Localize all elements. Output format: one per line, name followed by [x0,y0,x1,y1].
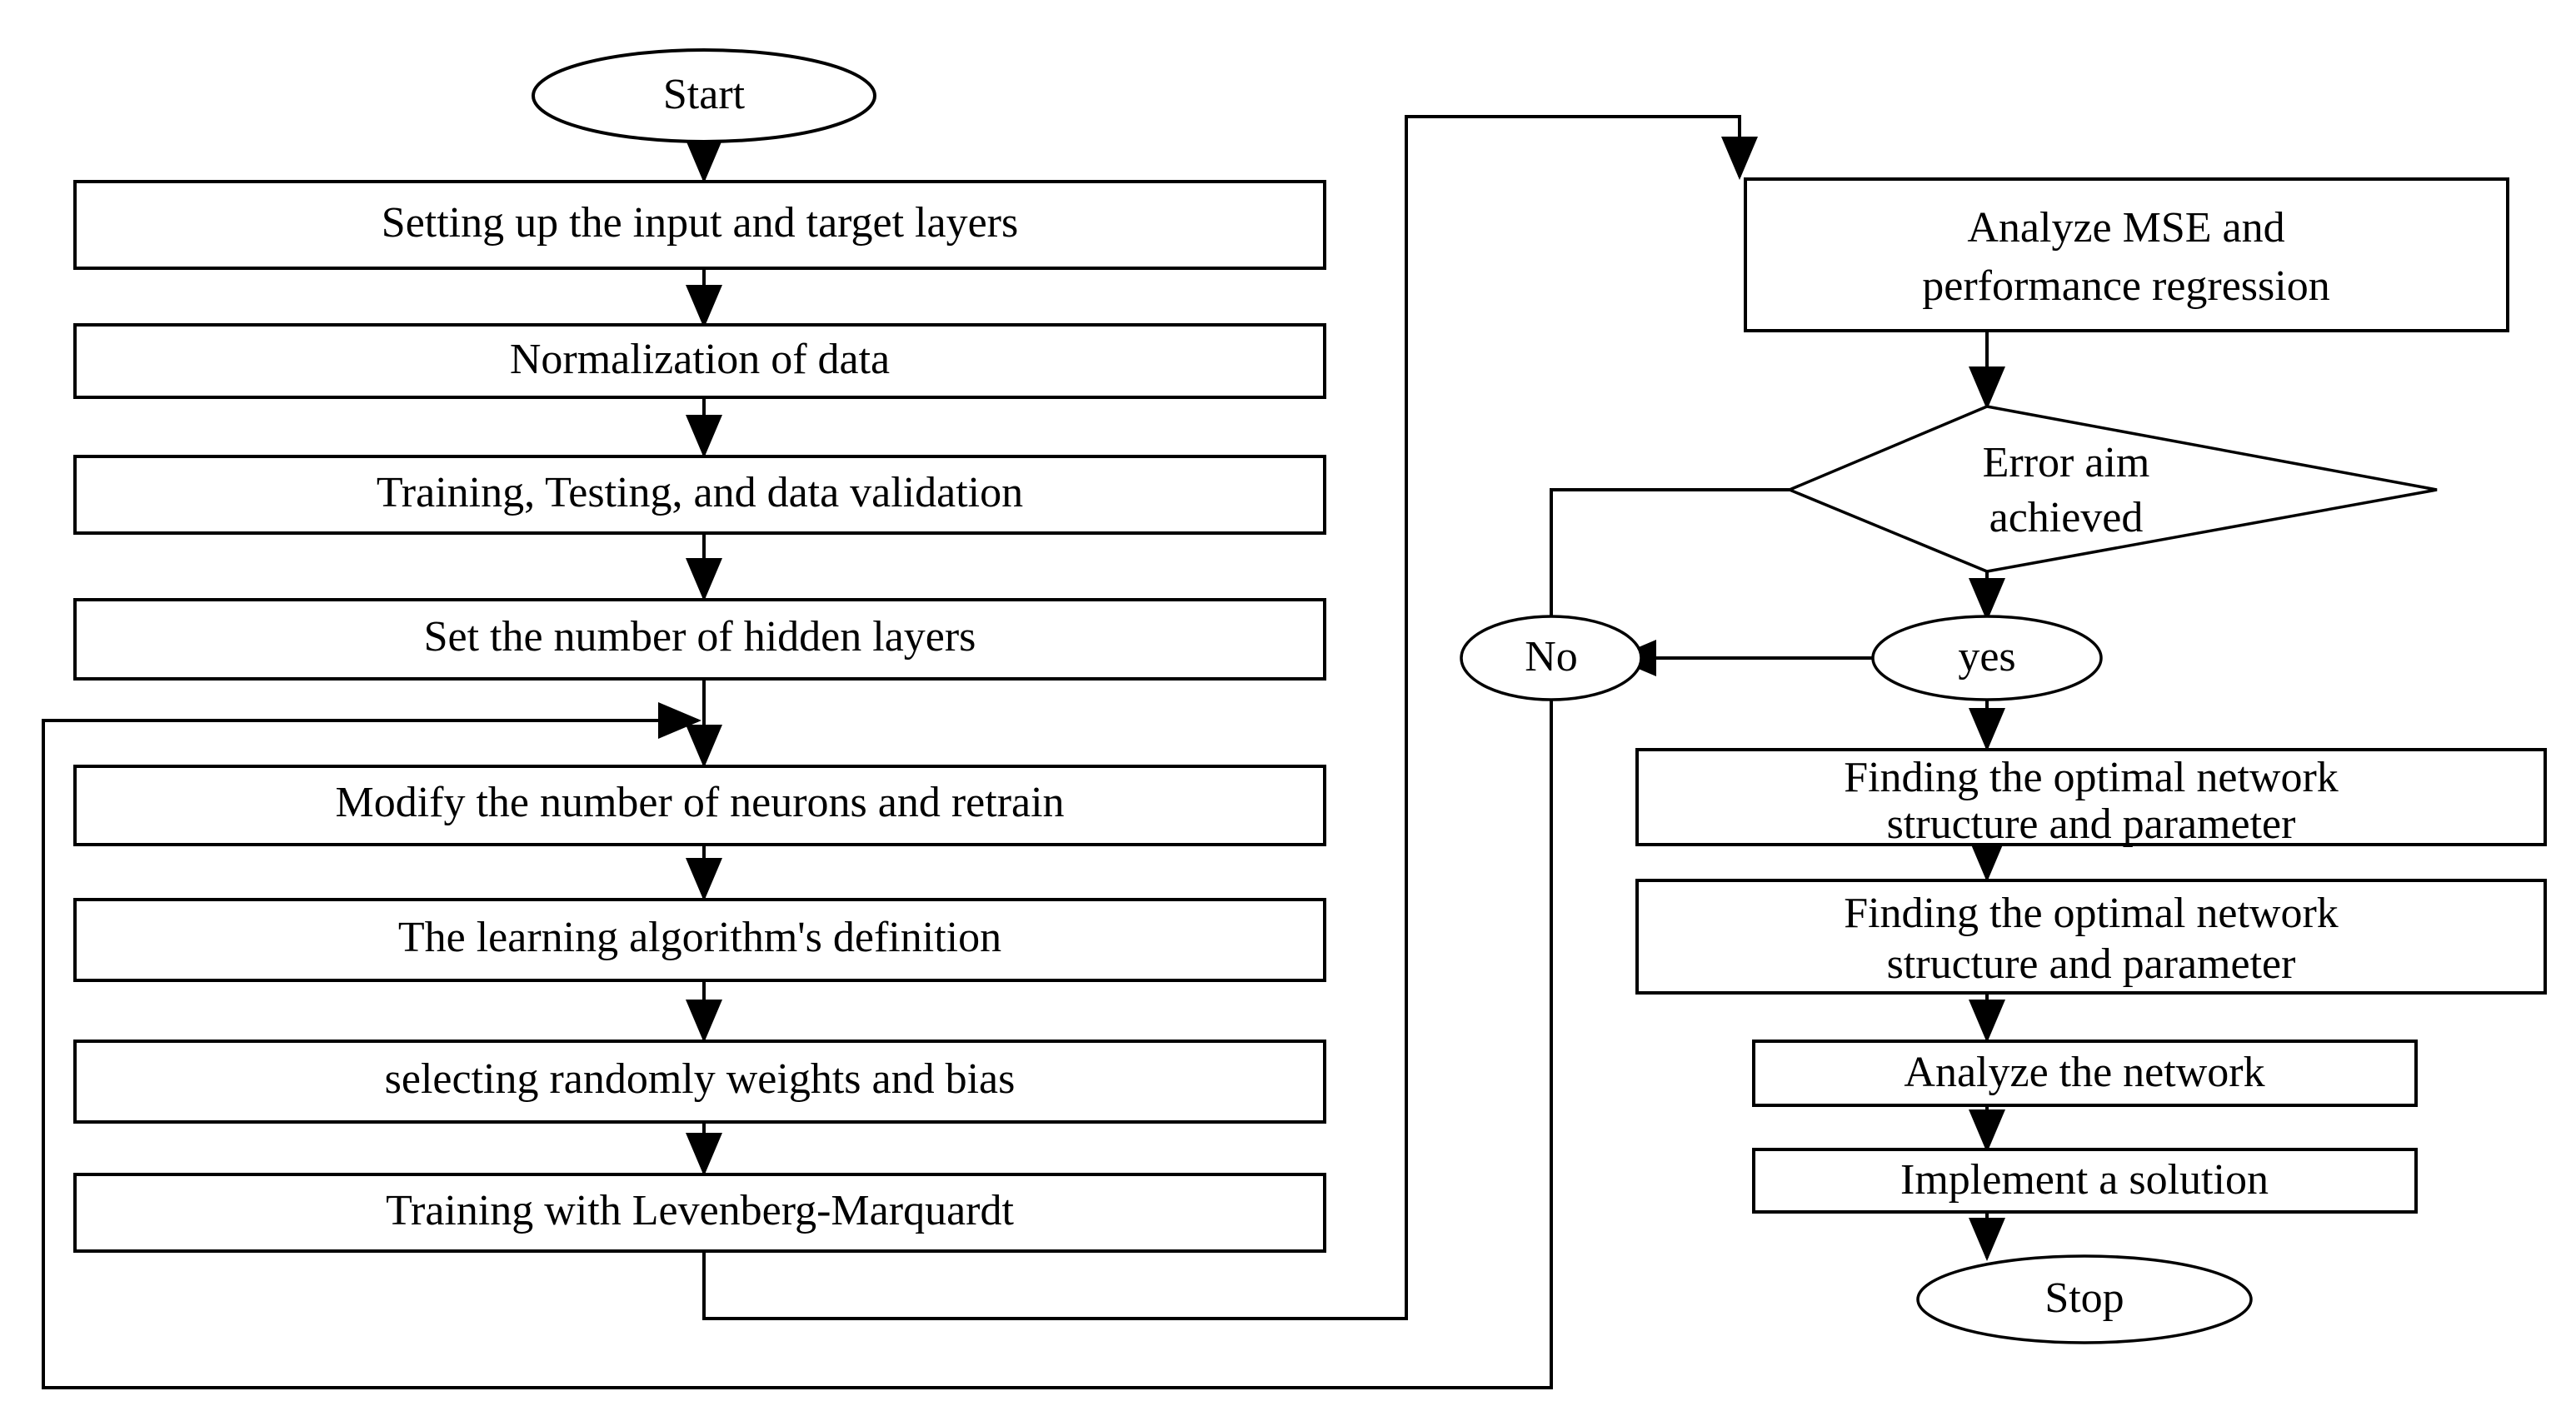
node-implement-solution-label: Implement a solution [1900,1156,2269,1204]
connector-inner-loop-levenberg-to-analyze-mse [702,115,1758,1320]
node-learning-algorithm[interactable]: The learning algorithm's definition [73,898,1326,982]
node-setting-up[interactable]: Setting up the input and target layers [73,180,1326,270]
node-optimal-network-2-line2: structure and parameter [1887,940,2296,988]
node-optimal-network-2[interactable]: Finding the optimal network structure an… [1635,879,2547,995]
node-branch-yes-label: yes [1958,633,2015,681]
node-levenberg[interactable]: Training with Levenberg-Marquardt [73,1173,1326,1253]
node-stop[interactable]: Stop [1916,1254,2253,1344]
node-optimal-network-1-line2: structure and parameter [1887,800,2296,848]
node-weights-bias[interactable]: selecting randomly weights and bias [73,1040,1326,1124]
node-hidden-layers-label: Set the number of hidden layers [424,613,976,661]
node-normalization[interactable]: Normalization of data [73,323,1326,399]
node-decision-line2: achieved [1989,494,2144,541]
node-branch-yes[interactable]: yes [1871,615,2103,701]
node-training-testing-label: Training, Testing, and data validation [377,469,1023,516]
node-modify-neurons[interactable]: Modify the number of neurons and retrain [73,765,1326,846]
node-hidden-layers[interactable]: Set the number of hidden layers [73,598,1326,681]
node-start[interactable]: Start [532,48,876,143]
node-analyze-mse-line1: Analyze MSE and [1967,204,2284,252]
node-setting-up-label: Setting up the input and target layers [382,199,1018,247]
node-learning-algorithm-label: The learning algorithm's definition [398,914,1001,961]
node-analyze-network[interactable]: Analyze the network [1752,1040,2418,1107]
node-analyze-mse[interactable]: Analyze MSE and performance regression [1744,177,2509,332]
node-stop-label: Stop [2044,1274,2124,1322]
node-analyze-mse-line2: performance regression [1922,262,2329,310]
connector-decision-to-no [1550,488,1790,618]
node-start-label: Start [663,71,746,118]
node-optimal-network-1-line1: Finding the optimal network [1844,754,2339,801]
node-branch-no-label: No [1525,633,1578,681]
node-optimal-network-2-line1: Finding the optimal network [1844,890,2339,937]
node-decision-line1: Error aim [1983,439,2150,486]
node-levenberg-label: Training with Levenberg-Marquardt [386,1187,1014,1234]
node-training-testing[interactable]: Training, Testing, and data validation [73,455,1326,535]
node-optimal-network-1[interactable]: Finding the optimal network structure an… [1635,748,2547,848]
node-branch-no[interactable]: No [1460,615,1643,701]
node-normalization-label: Normalization of data [510,336,890,383]
node-modify-neurons-label: Modify the number of neurons and retrain [335,779,1064,826]
node-analyze-network-label: Analyze the network [1904,1049,2264,1096]
connector-outer-loop-no-to-modify-neurons [42,698,1553,1389]
node-weights-bias-label: selecting randomly weights and bias [385,1055,1016,1103]
node-implement-solution[interactable]: Implement a solution [1752,1148,2418,1214]
node-decision-error-aim[interactable]: Error aim achieved [1785,405,2438,573]
